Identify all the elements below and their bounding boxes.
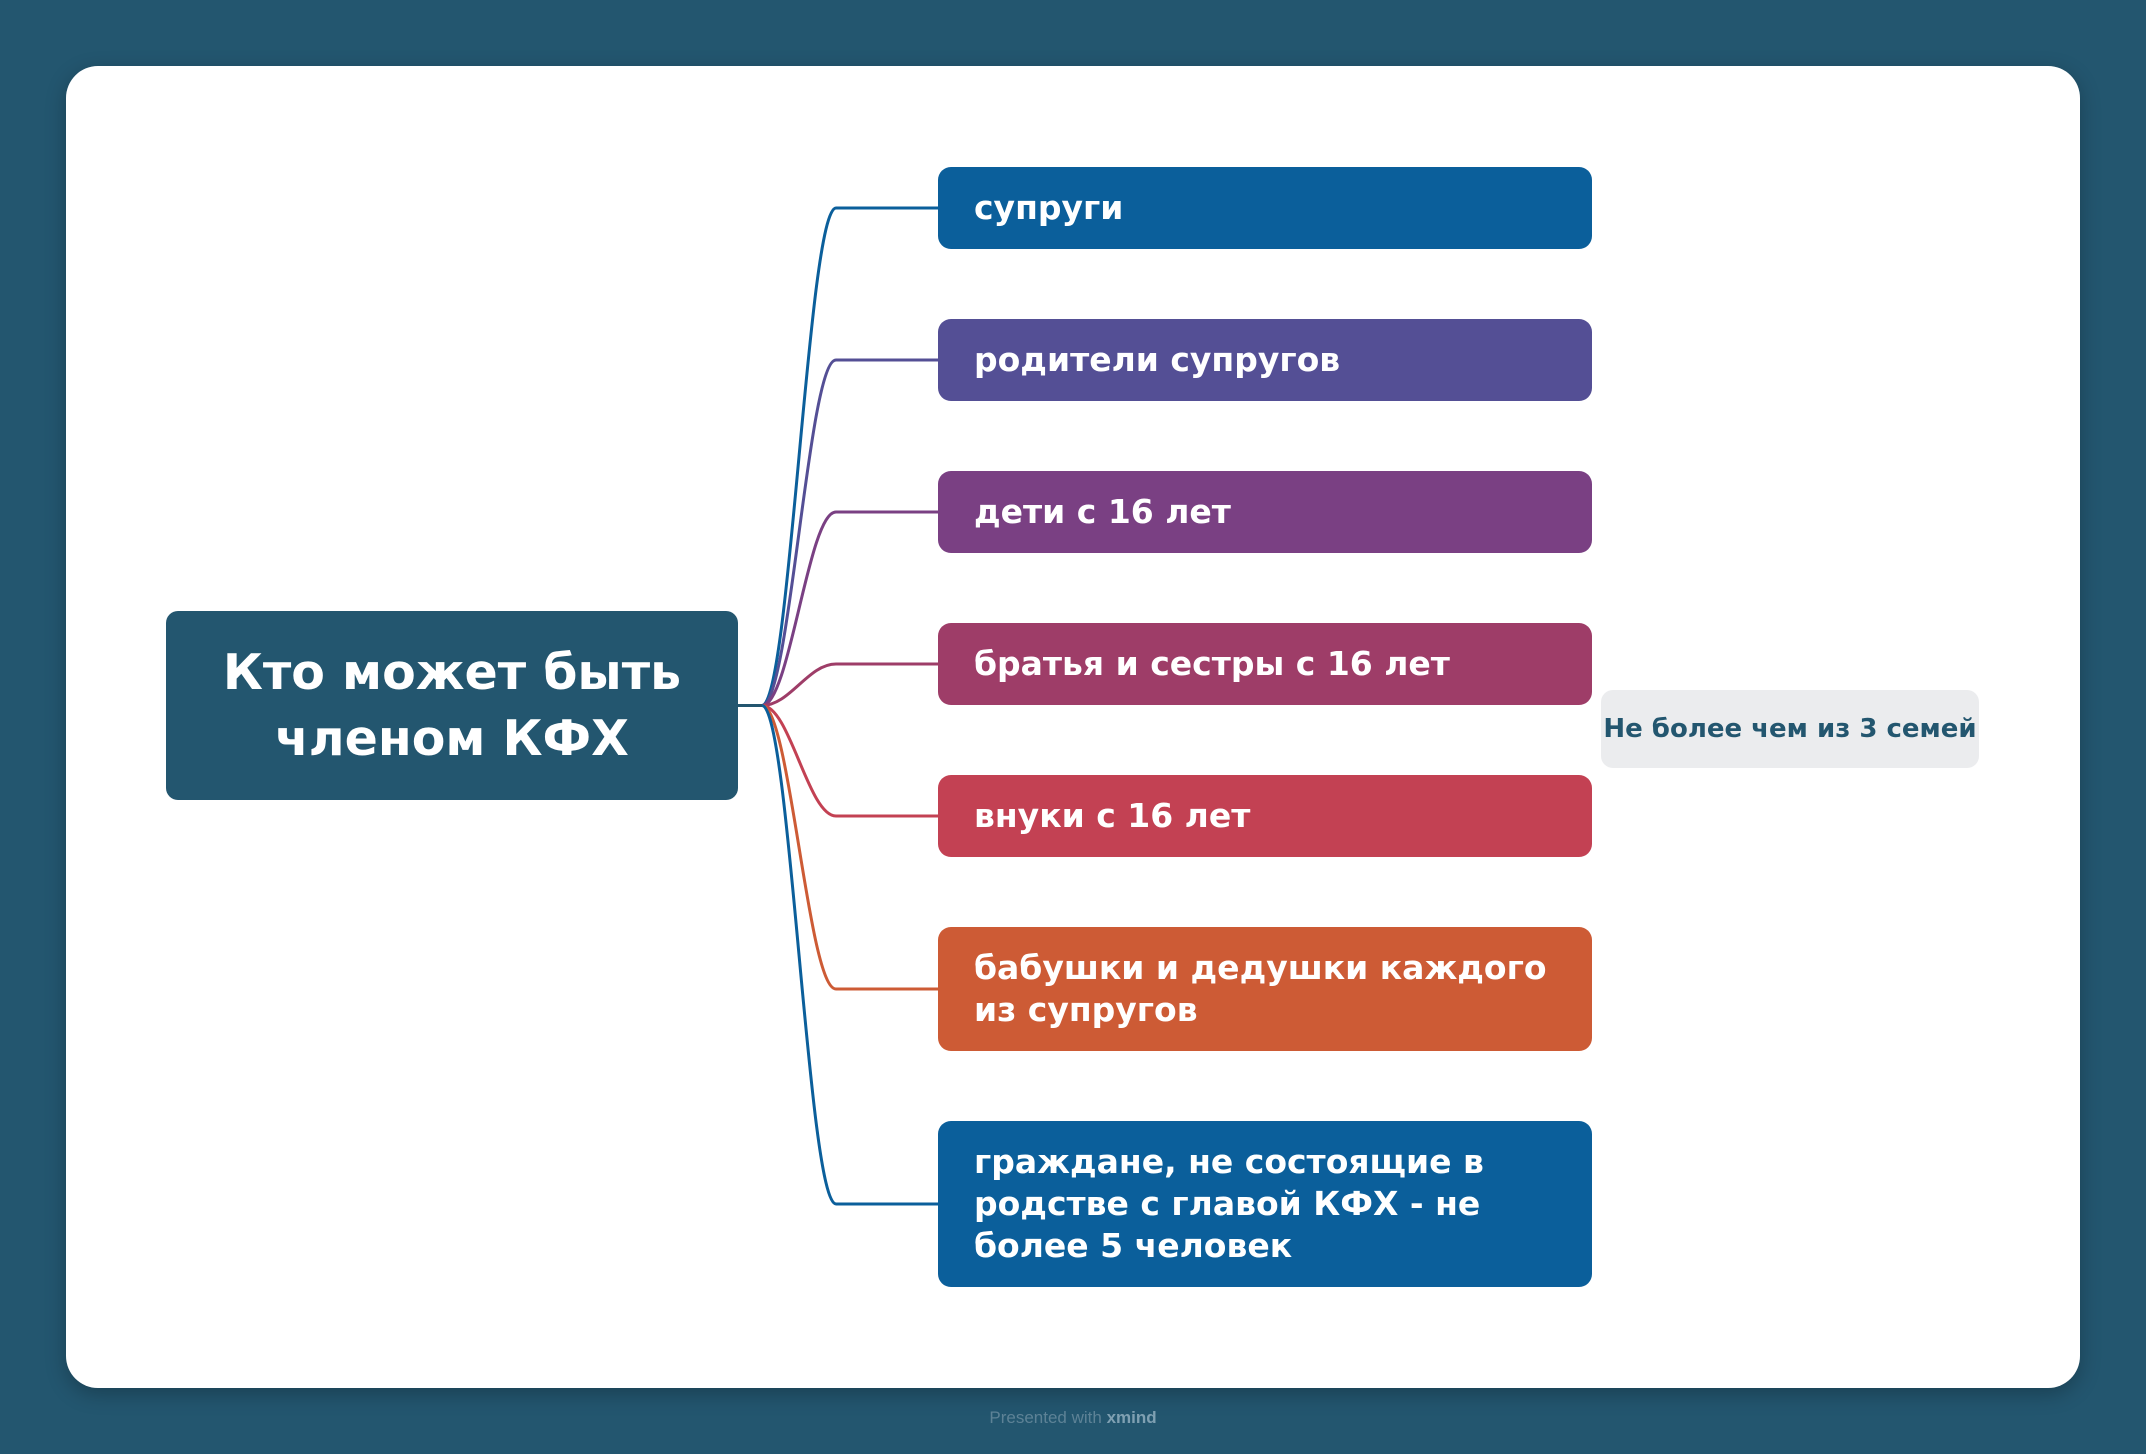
footer-prefix: Presented with bbox=[989, 1408, 1107, 1427]
branch-grandchildren[interactable]: внуки с 16 лет bbox=[938, 775, 1592, 857]
central-topic-line-2: членом КФХ bbox=[275, 709, 629, 767]
connector-line bbox=[761, 358, 938, 707]
footer-credit: Presented with xmind bbox=[0, 1408, 2146, 1428]
branch-grandparents[interactable]: бабушки и дедушки каждого из супругов bbox=[938, 927, 1592, 1051]
footer-brand: xmind bbox=[1106, 1408, 1157, 1427]
summary-topic[interactable]: Не более чем из 3 семей bbox=[1601, 690, 1979, 768]
branch-label: родители супругов bbox=[974, 340, 1341, 379]
branch-unrelated-citizens[interactable]: граждане, не состоящие в родстве с главо… bbox=[938, 1121, 1592, 1287]
branch-label: дети с 16 лет bbox=[974, 492, 1231, 531]
connector-line bbox=[761, 206, 938, 707]
central-topic-label: Кто может быть членом КФХ bbox=[223, 640, 681, 772]
branch-label: братья и сестры с 16 лет bbox=[974, 644, 1450, 683]
branch-spouses[interactable]: супруги bbox=[938, 167, 1592, 249]
branch-siblings[interactable]: братья и сестры с 16 лет bbox=[938, 623, 1592, 705]
branch-parents[interactable]: родители супругов bbox=[938, 319, 1592, 401]
branch-children[interactable]: дети с 16 лет bbox=[938, 471, 1592, 553]
branch-label: бабушки и дедушки каждого из супругов bbox=[974, 948, 1547, 1029]
branch-label: граждане, не состоящие в родстве с главо… bbox=[974, 1142, 1484, 1265]
connector-line bbox=[761, 704, 938, 1206]
central-topic[interactable]: Кто может быть членом КФХ bbox=[166, 611, 738, 800]
connector-line bbox=[761, 510, 938, 707]
branch-label: внуки с 16 лет bbox=[974, 796, 1251, 835]
central-topic-line-1: Кто может быть bbox=[222, 643, 682, 701]
connector-line bbox=[761, 704, 938, 991]
summary-label: Не более чем из 3 семей bbox=[1603, 714, 1977, 744]
connector-line bbox=[761, 704, 938, 818]
branch-label: супруги bbox=[974, 188, 1124, 227]
connector-line bbox=[761, 662, 938, 707]
